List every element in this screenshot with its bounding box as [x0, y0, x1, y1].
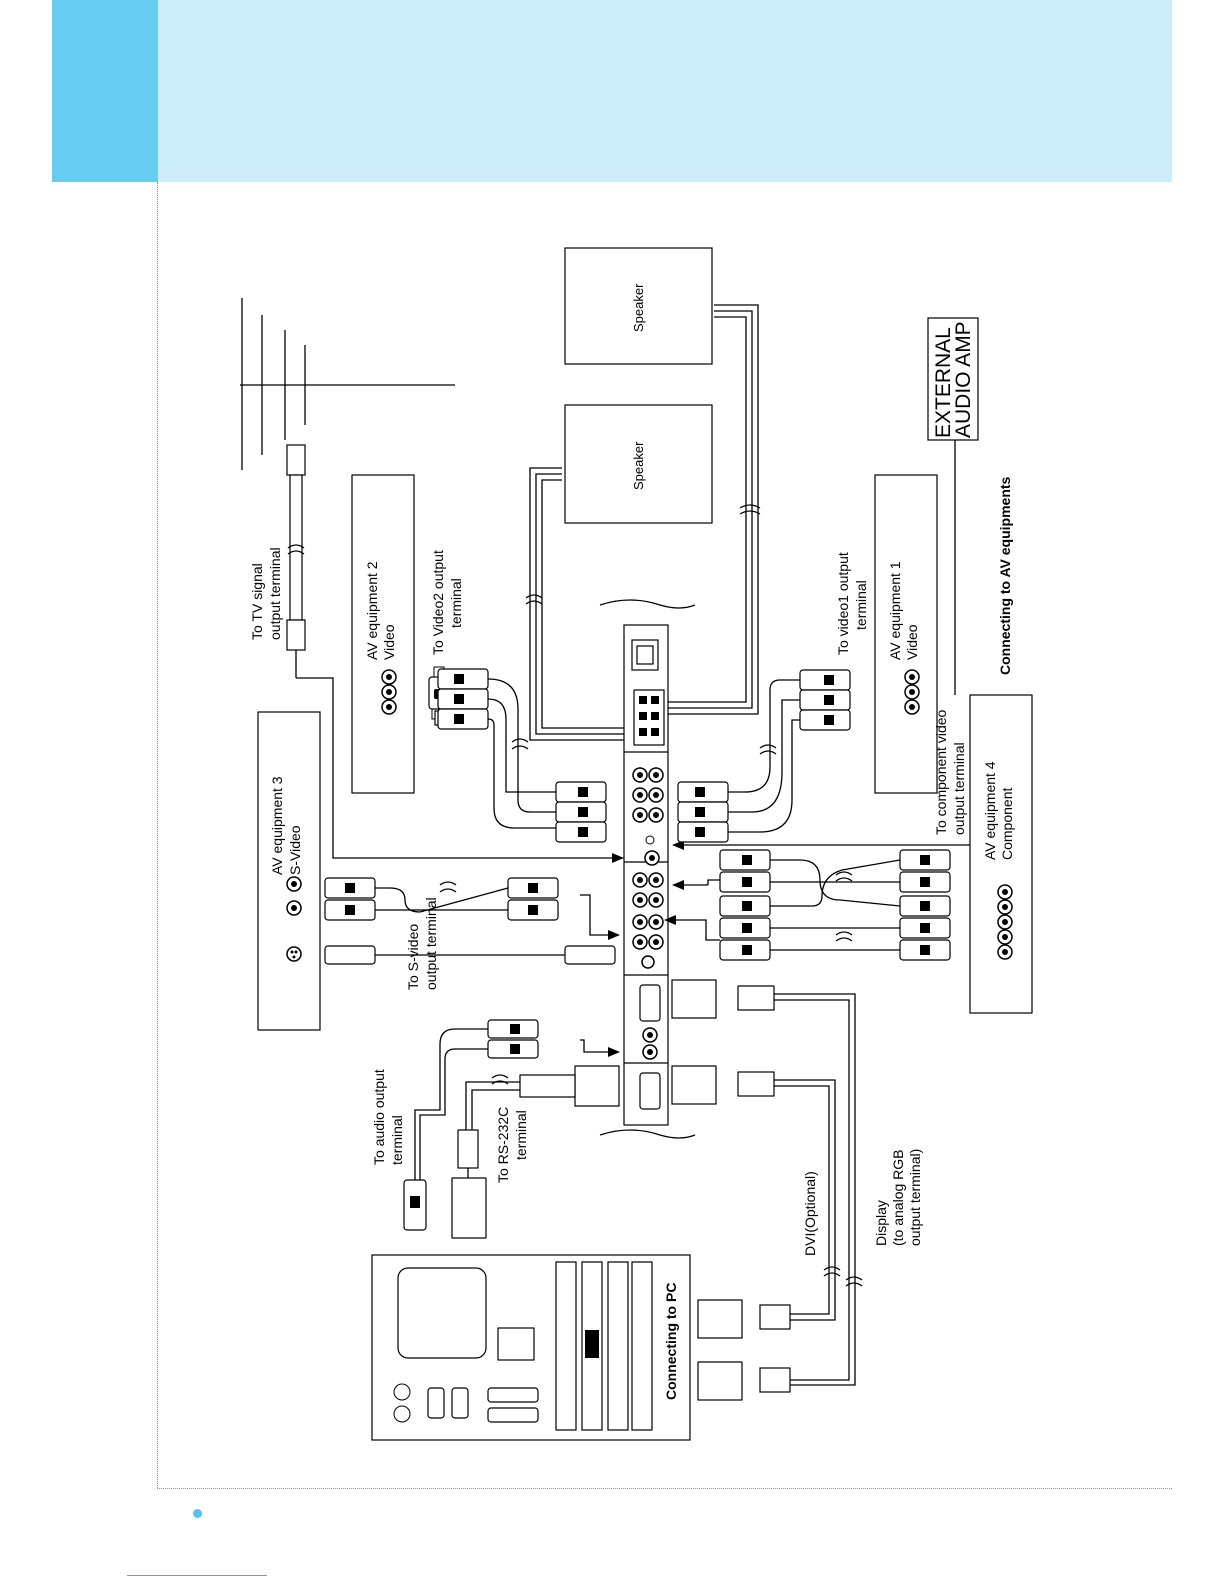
component-out-label-2: output terminal — [951, 742, 967, 835]
component-out-label-1: To component video — [933, 709, 949, 835]
av2-label-2: Video — [381, 624, 397, 660]
coax-cable — [286, 444, 624, 863]
display-label-1: Display — [873, 1200, 889, 1246]
dvi-label: DVI(Optional) — [802, 1171, 818, 1256]
panel-rca-left — [555, 781, 607, 843]
panel-rca-right — [677, 679, 800, 843]
display-label-2: (to analog RGB — [890, 1150, 906, 1247]
antenna — [240, 298, 455, 470]
vga-cables — [671, 979, 863, 1401]
monitor-rear-panel — [599, 599, 696, 1139]
component-cables — [719, 849, 951, 961]
connecting-av-title: Connecting to AV equipments — [997, 476, 1013, 675]
svideo-out-label-1: To S-video — [405, 924, 421, 990]
av-equipment-2 — [351, 474, 415, 794]
speaker-wires — [525, 304, 761, 741]
video2-out-label-2: terminal — [448, 578, 464, 628]
frame-left-border — [157, 182, 158, 1488]
video1-out-label-2: terminal — [853, 580, 869, 630]
rs232c-label-1: To RS-232C — [495, 1107, 511, 1183]
display-label-3: output terminal) — [907, 1149, 923, 1246]
rs232c-label-2: terminal — [513, 1110, 529, 1160]
svideo-cables — [324, 877, 616, 965]
video1-out-label-1: To video1 output — [835, 552, 851, 655]
av3-label-2: S-Video — [287, 825, 303, 875]
av-equipment-1 — [799, 474, 938, 794]
av1-label-2: Video — [904, 624, 920, 660]
av2-label-1: AV equipment 2 — [364, 561, 380, 660]
external-audio-amp — [927, 317, 979, 695]
external-amp-label-2: AUDIO AMP — [952, 321, 975, 438]
external-amp-label-1: EXTERNAL — [932, 327, 955, 438]
speaker-1-label: Speaker — [631, 441, 646, 490]
video2-out-label-1: To Video2 output — [430, 550, 446, 655]
av2-rca-cables — [428, 666, 556, 829]
audio-cable — [403, 1019, 539, 1231]
panel-arrows — [580, 840, 975, 1057]
footer-bullet-icon — [193, 1509, 202, 1518]
speaker-2-label: Speaker — [631, 283, 646, 332]
footer-rule — [127, 1575, 267, 1576]
av4-label-1: AV equipment 4 — [982, 761, 998, 860]
audio-out-label-2: terminal — [389, 1115, 405, 1165]
pc-tower — [371, 1254, 691, 1441]
frame-bottom-border — [157, 1488, 1172, 1489]
tv-signal-label-1: To TV signal — [249, 563, 265, 640]
header-band — [52, 0, 1172, 182]
av3-label-1: AV equipment 3 — [269, 776, 285, 875]
speaker-box-1 — [564, 404, 713, 524]
av-equipment-3 — [257, 711, 321, 1031]
av4-label-2: Component — [999, 788, 1015, 860]
av-equipment-4 — [969, 694, 1033, 1014]
speaker-box-2 — [564, 247, 713, 365]
header-tab — [52, 0, 158, 182]
connecting-pc-title: Connecting to PC — [663, 1283, 679, 1400]
rs232c-cable — [451, 1065, 620, 1239]
svideo-out-label-2: output terminal — [423, 897, 439, 990]
tv-signal-label-2: output terminal — [267, 547, 283, 640]
av1-label-1: AV equipment 1 — [887, 561, 903, 660]
audio-out-label-1: To audio output — [371, 1069, 387, 1165]
